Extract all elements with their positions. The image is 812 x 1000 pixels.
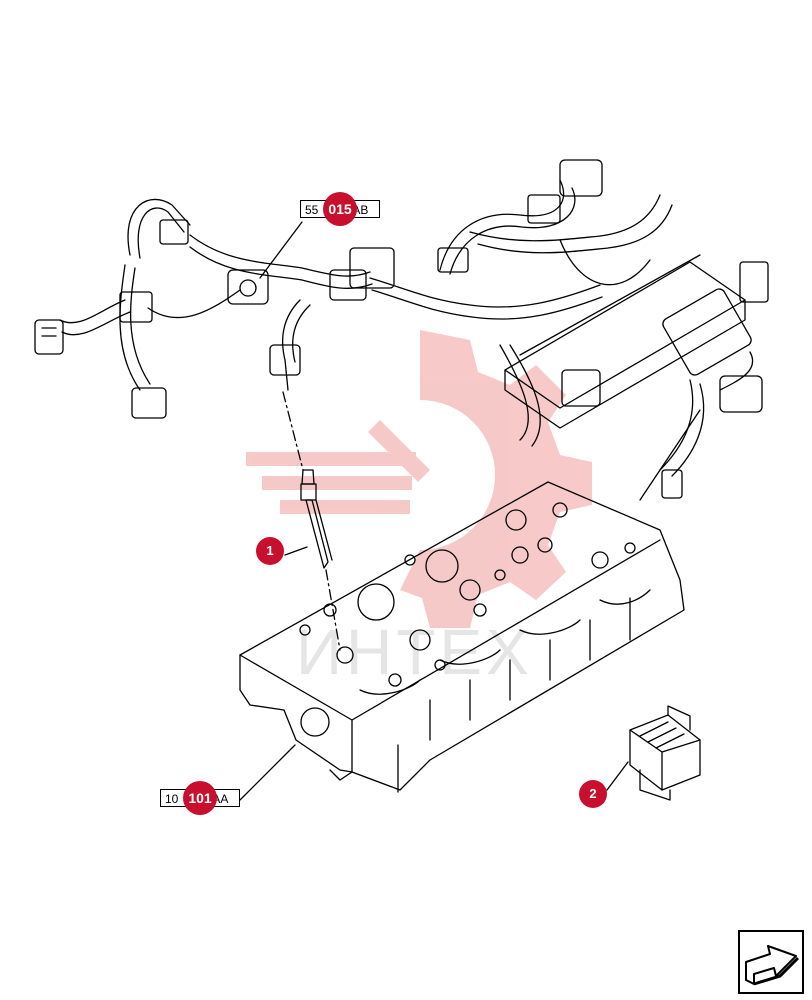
- cylinder-head: [239, 481, 685, 793]
- watermark-text: ИНТЕХ: [296, 616, 533, 688]
- callout-2[interactable]: 2: [579, 780, 607, 808]
- leader-lines: [239, 221, 629, 801]
- ref-badge-harness[interactable]: 015: [323, 192, 357, 226]
- glow-controller-drawing: [629, 705, 701, 801]
- callout-1[interactable]: 1: [256, 537, 284, 565]
- wiring-harness: [59, 179, 754, 501]
- glow-plug-drawing: [300, 469, 333, 569]
- next-page-button[interactable]: [738, 930, 804, 994]
- arrow-next-page-icon: [745, 945, 800, 986]
- ref-prefix: 10: [165, 792, 179, 806]
- alignment-line: [282, 391, 341, 651]
- connectors: [34, 159, 769, 499]
- ref-badge-cylinder-head[interactable]: 101: [183, 781, 217, 815]
- ref-prefix: 55: [305, 203, 319, 217]
- harness-module: [504, 254, 752, 429]
